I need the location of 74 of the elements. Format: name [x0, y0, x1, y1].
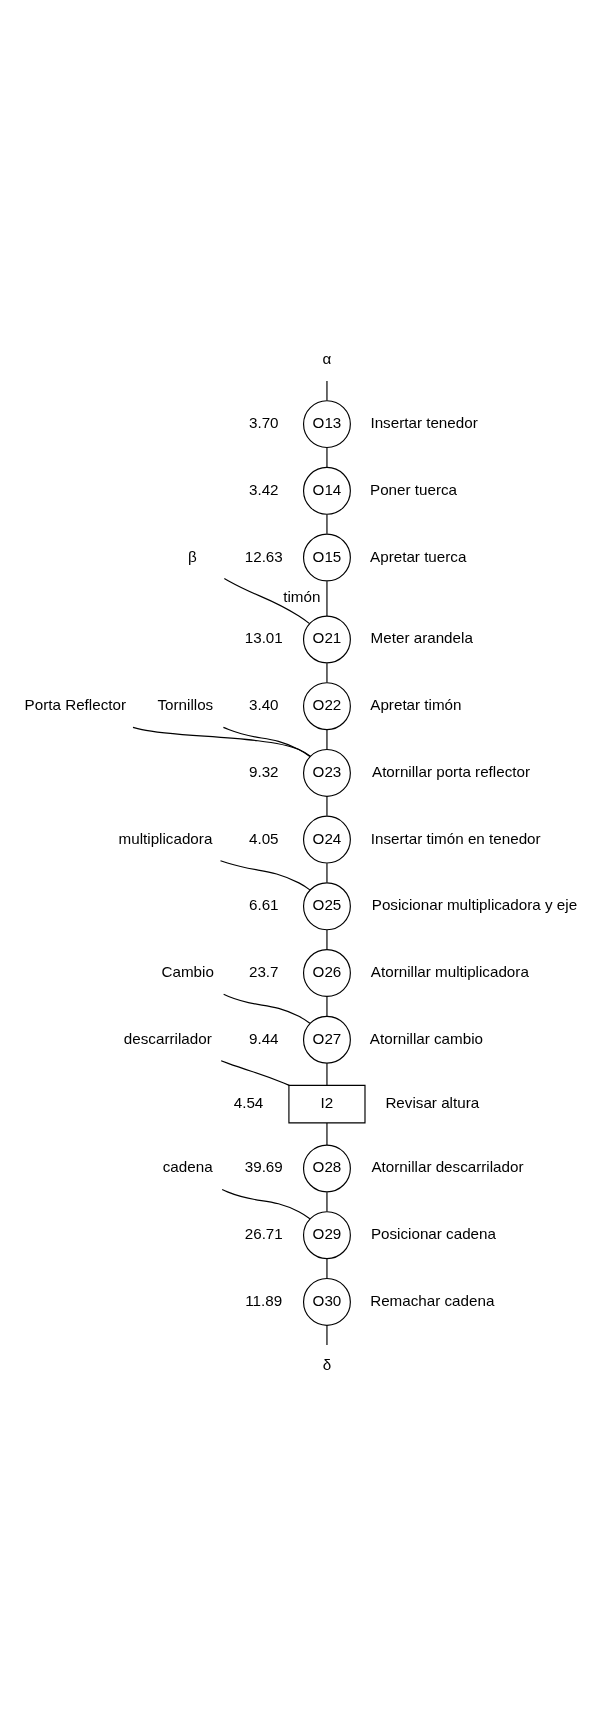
- node-label: Poner tuerca: [370, 480, 458, 498]
- node-circle: O23: [302, 748, 351, 797]
- node-box: I2: [288, 1084, 366, 1124]
- node-text: α: [322, 349, 332, 367]
- node-circle: O28: [302, 1144, 351, 1193]
- connector: [326, 1191, 328, 1212]
- node-label: Posicionar multiplicadora y eje: [371, 896, 578, 914]
- node-label: 23.7: [248, 962, 279, 980]
- connector: [222, 726, 311, 758]
- node-label: 6.61: [248, 896, 279, 914]
- node-circle: O24: [302, 815, 351, 864]
- node-label: 3.40: [248, 696, 279, 714]
- connector: [326, 1062, 328, 1086]
- node-label: 3.70: [248, 414, 279, 432]
- node-label: 9.44: [248, 1029, 279, 1047]
- node-label: Insertar tenedor: [370, 414, 478, 432]
- edge-label: timón: [283, 588, 321, 606]
- connector: [220, 1060, 290, 1086]
- node-circle: O14: [302, 466, 351, 515]
- connector: [326, 1324, 328, 1346]
- node-label: Remachar cadena: [370, 1291, 495, 1309]
- node-label: Atornillar cambio: [369, 1029, 484, 1047]
- node-label: Atornillar descarrilador: [371, 1158, 524, 1176]
- node-label: 4.05: [248, 829, 279, 847]
- connector: [132, 726, 311, 757]
- connector: [326, 580, 328, 617]
- connector: [326, 796, 328, 817]
- connector: [326, 862, 328, 884]
- node-circle: O22: [302, 682, 351, 731]
- node-label: 11.89: [245, 1291, 283, 1309]
- node-circle: O13: [302, 400, 351, 449]
- connector: [326, 929, 328, 950]
- node-text: multiplicadora: [118, 829, 213, 847]
- connector: [326, 1258, 328, 1279]
- node-text: Tornillos: [157, 696, 214, 714]
- node-label: Atornillar porta reflector: [372, 762, 531, 780]
- connector: [326, 1122, 328, 1146]
- node-circle: O25: [302, 882, 351, 931]
- connector: [219, 860, 311, 891]
- node-label: 12.63: [244, 547, 283, 565]
- connector: [326, 447, 328, 468]
- node-label: Apretar tuerca: [370, 547, 467, 565]
- node-label: 3.42: [248, 480, 279, 498]
- connector: [326, 513, 328, 535]
- node-label: Atornillar multiplicadora: [370, 962, 529, 980]
- connector: [223, 993, 311, 1024]
- node-label: 26.71: [244, 1225, 283, 1243]
- connector: [326, 996, 328, 1017]
- node-label: 9.32: [248, 762, 279, 780]
- node-text: δ: [322, 1356, 332, 1374]
- node-label: 39.69: [244, 1158, 283, 1176]
- node-label: 4.54: [233, 1094, 264, 1112]
- node-label: Insertar timón en tenedor: [370, 829, 541, 847]
- node-label: Meter arandela: [370, 629, 473, 647]
- connector: [326, 729, 328, 750]
- node-text: descarrilador: [123, 1029, 212, 1047]
- node-circle: O15: [302, 533, 351, 582]
- connector: [326, 662, 328, 683]
- connector: [221, 1188, 311, 1220]
- node-label: Apretar timón: [370, 696, 462, 714]
- node-text: Cambio: [161, 962, 214, 980]
- node-label: 13.01: [244, 629, 283, 647]
- node-circle: O26: [302, 949, 351, 997]
- node-text: cadena: [162, 1158, 213, 1176]
- node-circle: O30: [302, 1277, 351, 1326]
- node-circle: O29: [302, 1211, 351, 1260]
- node-label: Posicionar cadena: [370, 1225, 496, 1243]
- node-label: Revisar altura: [385, 1094, 480, 1112]
- node-circle: O21: [302, 615, 351, 664]
- node-circle: O27: [302, 1015, 351, 1064]
- connector: [326, 380, 328, 401]
- connector: [223, 577, 311, 625]
- node-text: Porta Reflector: [24, 696, 127, 714]
- node-text: β: [187, 547, 197, 565]
